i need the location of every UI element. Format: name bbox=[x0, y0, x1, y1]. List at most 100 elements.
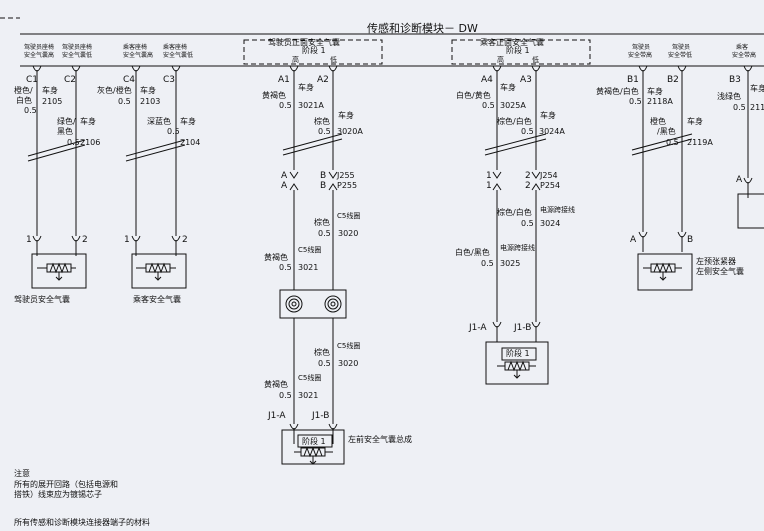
svg-text:0.5: 0.5 bbox=[24, 106, 37, 115]
svg-text:车身: 车身 bbox=[540, 110, 556, 120]
passenger-front-airbag-group: 乘客正面安全气囊 阶段 1 高 低 bbox=[451, 37, 591, 65]
svg-text:2119A: 2119A bbox=[687, 138, 713, 147]
svg-text:安全气囊低: 安全气囊低 bbox=[163, 51, 193, 59]
svg-text:车身: 车身 bbox=[500, 82, 516, 92]
wire-labels-driver-front: 黄褐色 0.5 车身 3021A 棕色 0.5 车身 3020A bbox=[262, 82, 363, 136]
svg-text:电源跨接线: 电源跨接线 bbox=[500, 243, 535, 252]
svg-text:搭铁）线束应为镀锡芯子: 搭铁）线束应为镀锡芯子 bbox=[14, 489, 102, 499]
svg-text:211: 211 bbox=[750, 103, 764, 112]
svg-text:棕色/白色: 棕色/白色 bbox=[497, 116, 532, 126]
svg-text:C2: C2 bbox=[64, 75, 76, 85]
svg-text:0.5: 0.5 bbox=[67, 138, 80, 147]
inline-connector-j254: 1 1 2 2 J254 P254 bbox=[486, 171, 560, 191]
svg-text:车身: 车身 bbox=[750, 83, 764, 93]
svg-text:2: 2 bbox=[525, 171, 531, 181]
svg-text:2104: 2104 bbox=[180, 138, 200, 147]
svg-text:橙色/: 橙色/ bbox=[14, 85, 33, 95]
svg-text:C5线圈: C5线圈 bbox=[337, 341, 360, 350]
svg-text:安全气囊低: 安全气囊低 bbox=[62, 51, 92, 59]
svg-text:C4: C4 bbox=[123, 75, 135, 85]
svg-text:黄褐色: 黄褐色 bbox=[264, 252, 288, 262]
module-connector-symbol bbox=[328, 423, 338, 444]
svg-text:2106: 2106 bbox=[80, 138, 100, 147]
svg-text:3021: 3021 bbox=[298, 391, 318, 400]
svg-text:J1-B: J1-B bbox=[513, 323, 531, 333]
module-connector-symbol bbox=[32, 235, 42, 256]
module-pin-connectors bbox=[32, 65, 753, 76]
svg-text:A: A bbox=[630, 235, 637, 245]
svg-text:C5线圈: C5线圈 bbox=[337, 211, 360, 220]
svg-text:灰色/橙色: 灰色/橙色 bbox=[97, 85, 132, 95]
svg-text:0.5: 0.5 bbox=[629, 97, 642, 106]
wire-labels-passenger-lower: 电源跨接线 棕色/白色 0.5 3024 电源跨接线 白色/黑色 0.5 302… bbox=[455, 205, 575, 268]
terminal-headers: 驾驶员座椅 安全气囊高 驾驶员座椅 安全气囊低 乘客座椅 安全气囊高 乘客座椅 … bbox=[24, 43, 756, 59]
svg-text:P255: P255 bbox=[337, 181, 357, 190]
driver-seat-airbag-module: 1 2 驾驶员安全气囊 bbox=[14, 235, 88, 304]
notes: 注意 所有的展开回路（包括电源和 搭铁）线束应为镀锡芯子 所有传感和诊断模块连接… bbox=[14, 468, 150, 527]
svg-text:1: 1 bbox=[26, 235, 32, 245]
svg-text:所有传感和诊断模块连接器端子的材料: 所有传感和诊断模块连接器端子的材料 bbox=[14, 517, 150, 527]
svg-text:B1: B1 bbox=[627, 75, 639, 85]
wire-labels-belt: 黄褐色/白色 0.5 车身 2118A 橙色 /黑色 0.5 车身 2119A … bbox=[596, 83, 764, 147]
svg-text:B: B bbox=[320, 171, 326, 181]
svg-text:3021: 3021 bbox=[298, 263, 318, 272]
module-connector-symbol bbox=[289, 423, 299, 444]
wire-labels-passenger-front: 白色/黄色 0.5 车身 3025A 棕色/白色 0.5 车身 3024A bbox=[456, 82, 565, 136]
svg-text:B3: B3 bbox=[729, 75, 741, 85]
svg-text:橙色: 橙色 bbox=[650, 116, 666, 126]
svg-text:车身: 车身 bbox=[338, 110, 354, 120]
svg-text:0.5: 0.5 bbox=[167, 127, 180, 136]
svg-text:高: 高 bbox=[497, 55, 504, 64]
svg-text:车身: 车身 bbox=[687, 116, 703, 126]
svg-text:2: 2 bbox=[82, 235, 88, 245]
left-pretensioner-module: A B 左预张紧器 左侧安全气囊 bbox=[630, 235, 744, 291]
svg-text:/黑色: /黑色 bbox=[657, 126, 676, 136]
svg-text:0.5: 0.5 bbox=[279, 391, 292, 400]
svg-text:车身: 车身 bbox=[80, 116, 96, 126]
svg-text:深蓝色: 深蓝色 bbox=[147, 116, 171, 126]
passenger-airbag-label: 乘客安全气囊 bbox=[133, 294, 181, 304]
module-connector-symbol bbox=[743, 177, 753, 198]
driver-front-stage: 阶段 1 bbox=[302, 45, 326, 55]
svg-text:C3: C3 bbox=[163, 75, 175, 85]
left-front-airbag-label: 左前安全气囊总成 bbox=[348, 434, 412, 444]
left-pretensioner-label: 左预张紧器 bbox=[696, 256, 736, 266]
svg-text:乘客座椅: 乘客座椅 bbox=[163, 43, 187, 51]
module-connector-symbol bbox=[131, 235, 141, 256]
passenger-front-stage: 阶段 1 bbox=[506, 45, 530, 55]
svg-text:J1-A: J1-A bbox=[267, 411, 286, 421]
svg-text:安全带低: 安全带低 bbox=[668, 51, 692, 59]
module-connector-symbol bbox=[71, 235, 81, 256]
driver-front-title: 驾驶员正面安全气囊 bbox=[268, 37, 340, 47]
svg-text:车身: 车身 bbox=[647, 86, 663, 96]
svg-text:棕色: 棕色 bbox=[314, 347, 330, 357]
driver-front-airbag-group: 驾驶员正面安全气囊 阶段 1 高 低 bbox=[243, 37, 383, 65]
svg-text:C5线圈: C5线圈 bbox=[298, 373, 321, 382]
svg-text:黄褐色/白色: 黄褐色/白色 bbox=[596, 86, 639, 96]
module-connector-symbol bbox=[492, 321, 502, 342]
svg-text:安全气囊高: 安全气囊高 bbox=[123, 51, 153, 59]
svg-text:驾驶员座椅: 驾驶员座椅 bbox=[24, 43, 54, 51]
svg-text:白色: 白色 bbox=[16, 95, 32, 105]
svg-text:2103: 2103 bbox=[140, 97, 160, 106]
svg-text:车身: 车身 bbox=[140, 85, 156, 95]
svg-text:驾驶员: 驾驶员 bbox=[632, 43, 650, 51]
svg-text:A1: A1 bbox=[278, 75, 290, 85]
wire-labels-driver-lower: 棕色 0.5 C5线圈 3020 黄褐色 0.5 C5线圈 3021 棕色 0.… bbox=[264, 211, 360, 400]
svg-text:A4: A4 bbox=[481, 75, 493, 85]
svg-text:0.5: 0.5 bbox=[279, 263, 292, 272]
svg-text:车身: 车身 bbox=[298, 82, 314, 92]
svg-text:低: 低 bbox=[330, 55, 337, 64]
svg-text:J254: J254 bbox=[539, 171, 558, 180]
module-connector-symbol bbox=[638, 231, 648, 252]
svg-text:车身: 车身 bbox=[42, 85, 58, 95]
svg-text:0.5: 0.5 bbox=[318, 229, 331, 238]
svg-text:棕色/白色: 棕色/白色 bbox=[497, 207, 532, 217]
svg-text:安全带高: 安全带高 bbox=[628, 51, 652, 59]
svg-text:0.5: 0.5 bbox=[521, 127, 534, 136]
svg-text:1: 1 bbox=[486, 171, 492, 181]
wire-labels-passenger-seat: 灰色/橙色 0.5 车身 2103 深蓝色 0.5 车身 2104 bbox=[97, 85, 200, 147]
wire-labels-driver-seat: 橙色/ 白色 0.5 车身 2105 绿色/ 黑色 0.5 车身 2106 bbox=[14, 85, 100, 147]
svg-text:黄褐色: 黄褐色 bbox=[264, 379, 288, 389]
module-title: 传感和诊断模块－ DW bbox=[367, 21, 478, 35]
